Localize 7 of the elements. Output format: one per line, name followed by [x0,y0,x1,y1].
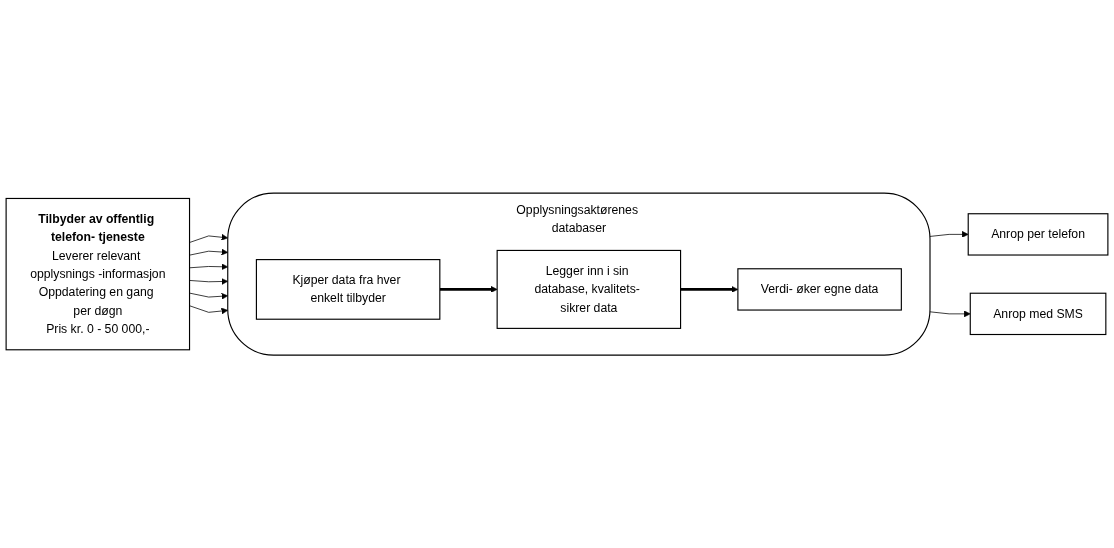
node-box: Anrop per telefon [967,213,1109,256]
node-box: Tilbyder av offentlig telefon- tjeneste Leverer relevant opplysnings -informasjon Oppdatering en gang per døgn Pris kr. 0 - 50 000,- [5,197,191,351]
node-box: Anrop med SMS [969,292,1107,335]
node-box: Verdi- øker egne data [737,268,902,311]
node-box: Kjøper data fra hver enkelt tilbyder [255,258,441,320]
arrow [439,285,498,293]
node-box: Legger inn i sin database, kvalitets- sikrer data [496,249,682,329]
